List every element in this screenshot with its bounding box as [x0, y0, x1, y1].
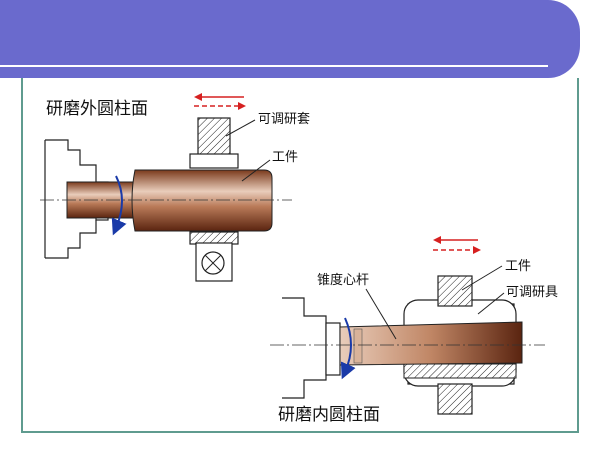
sleeve-lower-flange [189, 231, 239, 245]
slide-frame [21, 78, 579, 433]
taper-mandrel [339, 321, 523, 366]
workpiece-upper-hatch [437, 275, 473, 307]
leader-mandrel [365, 288, 397, 340]
arrow-right-head [238, 102, 246, 110]
leader-sleeve [225, 119, 256, 137]
chuck-outline-bottom [282, 297, 327, 399]
chuck-outline-top [45, 139, 97, 182]
bottom-title: 研磨内圆柱面 [278, 405, 380, 425]
label-workpiece-bottom: 工件 [505, 259, 531, 274]
leader-workpiece-bottom [461, 265, 503, 291]
reciprocating-arrows-bottom [433, 236, 481, 254]
mandrel-collar [353, 328, 363, 364]
internal-lapping-diagram: 锥度心杆 工件 可调研具 研磨内圆柱面 [270, 236, 558, 425]
workpiece-body [131, 169, 273, 232]
workpiece-lower-hatch [437, 383, 473, 415]
rotation-arrow-bottom [340, 317, 356, 380]
leader-tool [477, 292, 505, 315]
sleeve-upper-block [197, 117, 231, 157]
rotation-arrow-top [111, 175, 127, 236]
chuck-outline-top-lower [45, 220, 97, 259]
external-lapping-diagram: 研磨外圆柱面 可调研套 工件 [40, 93, 310, 282]
arrow-left-head-b [433, 236, 441, 244]
arrow-right-head-b [473, 246, 481, 254]
sleeve-upper-flange [189, 153, 239, 169]
label-workpiece-top: 工件 [272, 150, 298, 165]
leader-workpiece-top [241, 159, 271, 182]
header-bar [0, 0, 580, 78]
slide-header [0, 0, 580, 78]
label-tool: 可调研具 [506, 285, 558, 300]
tool-lower-hatch [403, 363, 517, 379]
top-title: 研磨外圆柱面 [46, 99, 148, 119]
arrow-left-head [194, 93, 202, 101]
clamp-screw-slot-2 [204, 254, 222, 272]
label-sleeve: 可调研套 [258, 111, 310, 127]
label-mandrel: 锥度心杆 [317, 272, 369, 288]
chuck-jaw-bottom [325, 322, 341, 376]
reciprocating-arrows-top [194, 93, 246, 110]
